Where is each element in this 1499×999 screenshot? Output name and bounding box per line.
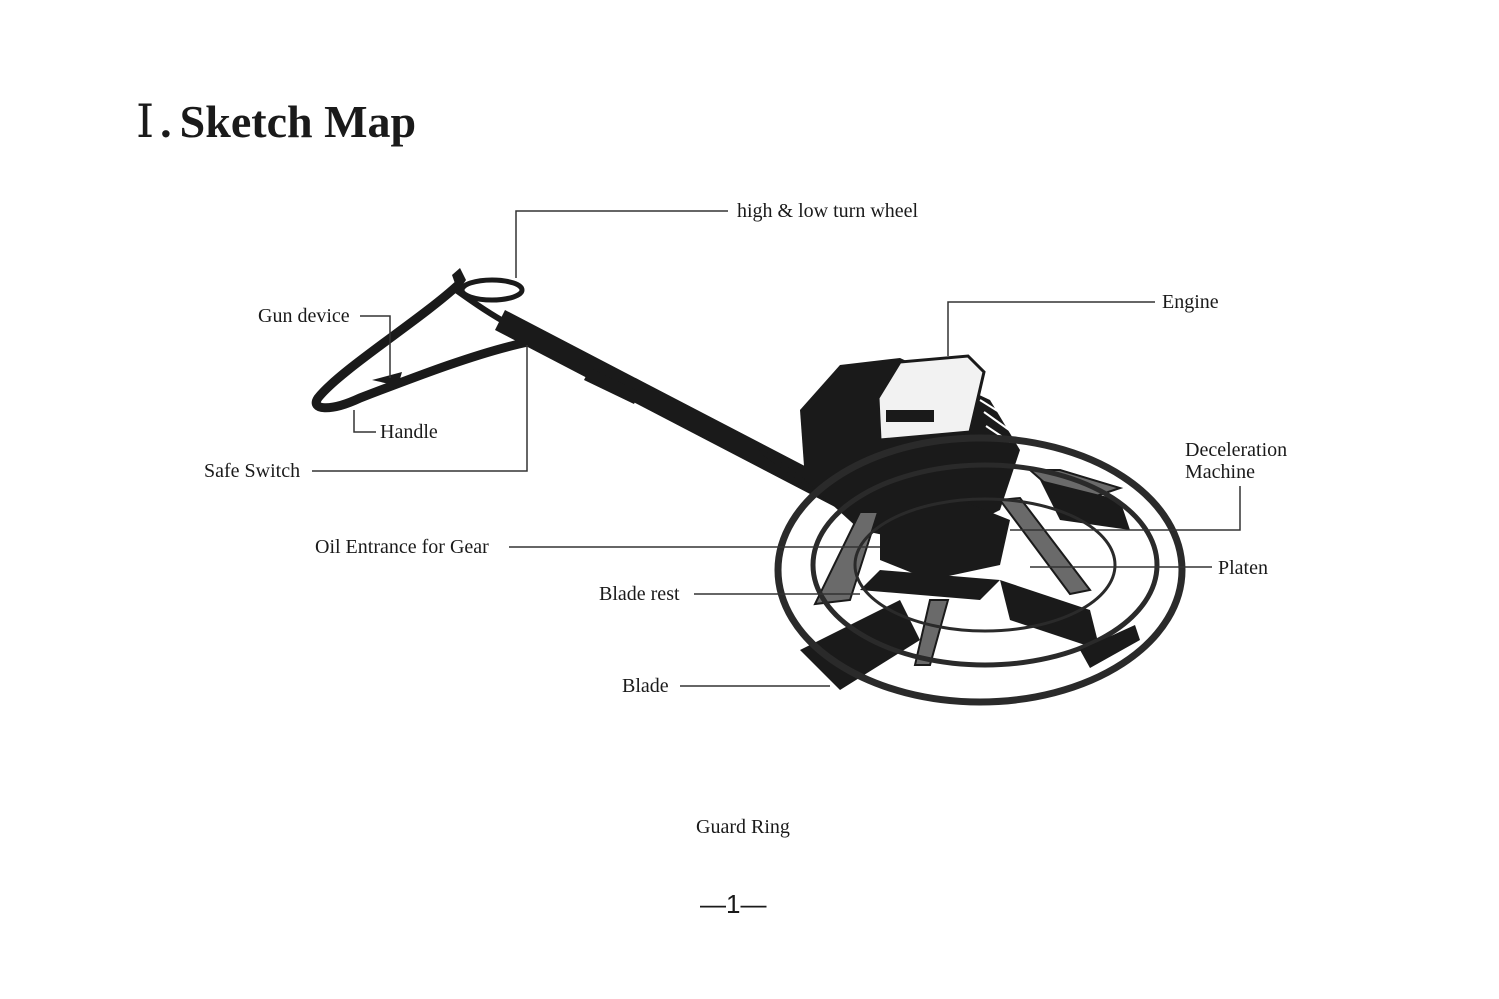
blade-3	[1040, 480, 1130, 530]
blade-rest-front	[913, 599, 950, 666]
blade-rest-back	[998, 496, 1092, 596]
guard-ring-inner	[810, 462, 1160, 668]
gun-device-trigger	[372, 372, 402, 386]
turn-wheel	[459, 277, 525, 303]
handle-loop	[311, 280, 533, 413]
section-numeral: Ⅰ	[136, 96, 155, 147]
leader-deceleration-machine	[1010, 486, 1241, 531]
label-engine: Engine	[1162, 291, 1219, 313]
gearbox	[880, 500, 1010, 580]
section-title: Sketch Map	[179, 96, 417, 147]
label-blade: Blade	[622, 675, 669, 697]
main-shaft	[495, 310, 870, 520]
label-oil-entrance: Oil Entrance for Gear	[315, 536, 489, 558]
label-deceleration-machine-line2: Machine	[1185, 461, 1255, 483]
label-deceleration-machine: Deceleration Machine	[1185, 439, 1315, 483]
power-trowel-illustration	[311, 268, 1186, 706]
blade-4	[860, 570, 1000, 600]
label-blade-rest: Blade rest	[599, 583, 680, 605]
leader-engine	[947, 301, 1155, 356]
engine-label-plate	[886, 410, 934, 422]
label-turn-wheel: high & low turn wheel	[737, 200, 919, 222]
leader-gun-device	[360, 315, 391, 378]
page-number: —1—	[700, 889, 767, 919]
shaft-clamp	[584, 368, 640, 404]
label-handle: Handle	[380, 421, 438, 443]
blade-rest-left	[813, 511, 880, 606]
leader-lines	[312, 210, 1241, 687]
platen-ring	[853, 497, 1117, 633]
section-separator: .	[160, 96, 172, 147]
shaft-highlight	[547, 329, 621, 369]
label-safe-switch: Safe Switch	[204, 460, 301, 482]
turn-wheel-knob	[452, 268, 466, 292]
leader-safe-switch	[312, 345, 528, 472]
leader-handle	[353, 410, 376, 433]
label-guard-ring: Guard Ring	[696, 816, 790, 838]
label-deceleration-machine-line1: Deceleration	[1185, 439, 1288, 461]
label-platen: Platen	[1218, 557, 1268, 579]
guard-ring-outer	[774, 434, 1186, 706]
blade-1	[800, 600, 920, 690]
page-heading: Ⅰ.Sketch Map	[136, 92, 416, 152]
leader-turn-wheel	[515, 210, 728, 278]
blade-2	[1000, 580, 1100, 650]
guard-ring-bracket	[1080, 625, 1140, 668]
label-gun-device: Gun device	[258, 305, 350, 327]
